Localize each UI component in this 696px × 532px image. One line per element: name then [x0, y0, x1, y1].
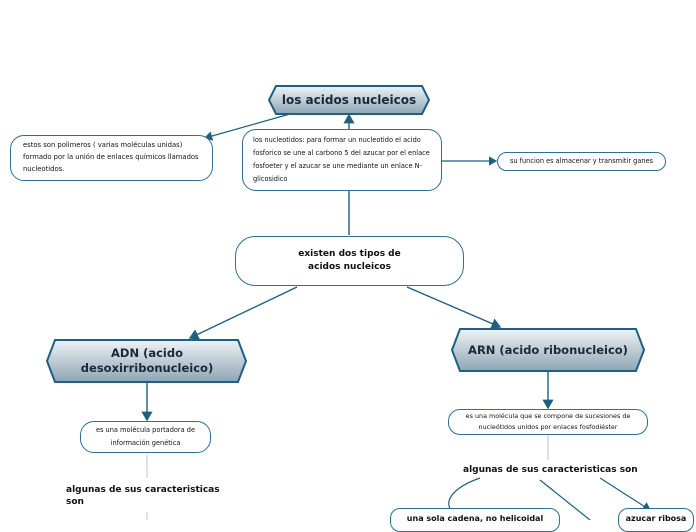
connector-layer: [45, 85, 652, 520]
main-title-label: los acidos nucleicos: [281, 93, 417, 107]
arn-char-1-node[interactable]: una sola cadena, no helicoidal: [390, 508, 560, 532]
arn-desc-node[interactable]: es una molécula que se compone de sucesi…: [448, 409, 648, 435]
edge-types-to-adn: [188, 286, 298, 340]
function-text: su funcion es almacenar y transmitir gan…: [509, 157, 654, 165]
adn-label: ADN (acido desoxirribonucleico): [80, 346, 214, 375]
edge-title-to-polymers: [203, 113, 291, 141]
polymers-node[interactable]: estos son polimeros ( varias moléculas u…: [10, 135, 213, 181]
polymers-text: estos son polimeros ( varias moléculas u…: [23, 141, 199, 173]
hex-adn: [45, 339, 248, 383]
concept-map: los acidos nucleicos ADN (acido desoxirr…: [10, 85, 694, 532]
arn-chars-label[interactable]: algunas de sus caracteristicas son: [463, 465, 638, 475]
hex-main-title: [267, 85, 431, 115]
arn-char-2-node[interactable]: azucar ribosa: [618, 508, 694, 532]
adn-desc-text: es una molécula portadora de información…: [95, 426, 196, 447]
arn-char-1-text: una sola cadena, no helicoidal: [406, 514, 544, 523]
adn-node[interactable]: ADN (acido desoxirribonucleico): [60, 340, 234, 382]
function-node[interactable]: su funcion es almacenar y transmitir gan…: [497, 152, 666, 171]
nucleotides-node[interactable]: los nucleotidos: para formar un nucleoti…: [242, 129, 442, 191]
edge-arn-chars-to-char1b: [539, 479, 591, 520]
edge-types-to-arn: [406, 286, 502, 329]
arn-label: ARN (acido ribonucleico): [468, 342, 628, 357]
hex-arn: [450, 328, 646, 372]
arn-desc-text: es una molécula que se compone de sucesi…: [465, 412, 631, 431]
edge-arn-chars-to-char2: [599, 477, 652, 511]
nucleotides-text: los nucleotidos: para formar un nucleoti…: [253, 136, 430, 183]
arn-char-2-text: azucar ribosa: [625, 514, 687, 523]
adn-desc-node[interactable]: es una molécula portadora de información…: [80, 421, 211, 453]
main-title-node[interactable]: los acidos nucleicos: [269, 86, 429, 114]
two-types-text: existen dos tipos de acidos nucleicos: [298, 249, 401, 272]
adn-chars-label[interactable]: algunas de sus caracteristicas son: [66, 485, 220, 507]
arn-node[interactable]: ARN (acido ribonucleico): [468, 329, 628, 371]
two-types-node[interactable]: existen dos tipos de acidos nucleicos: [235, 236, 464, 286]
